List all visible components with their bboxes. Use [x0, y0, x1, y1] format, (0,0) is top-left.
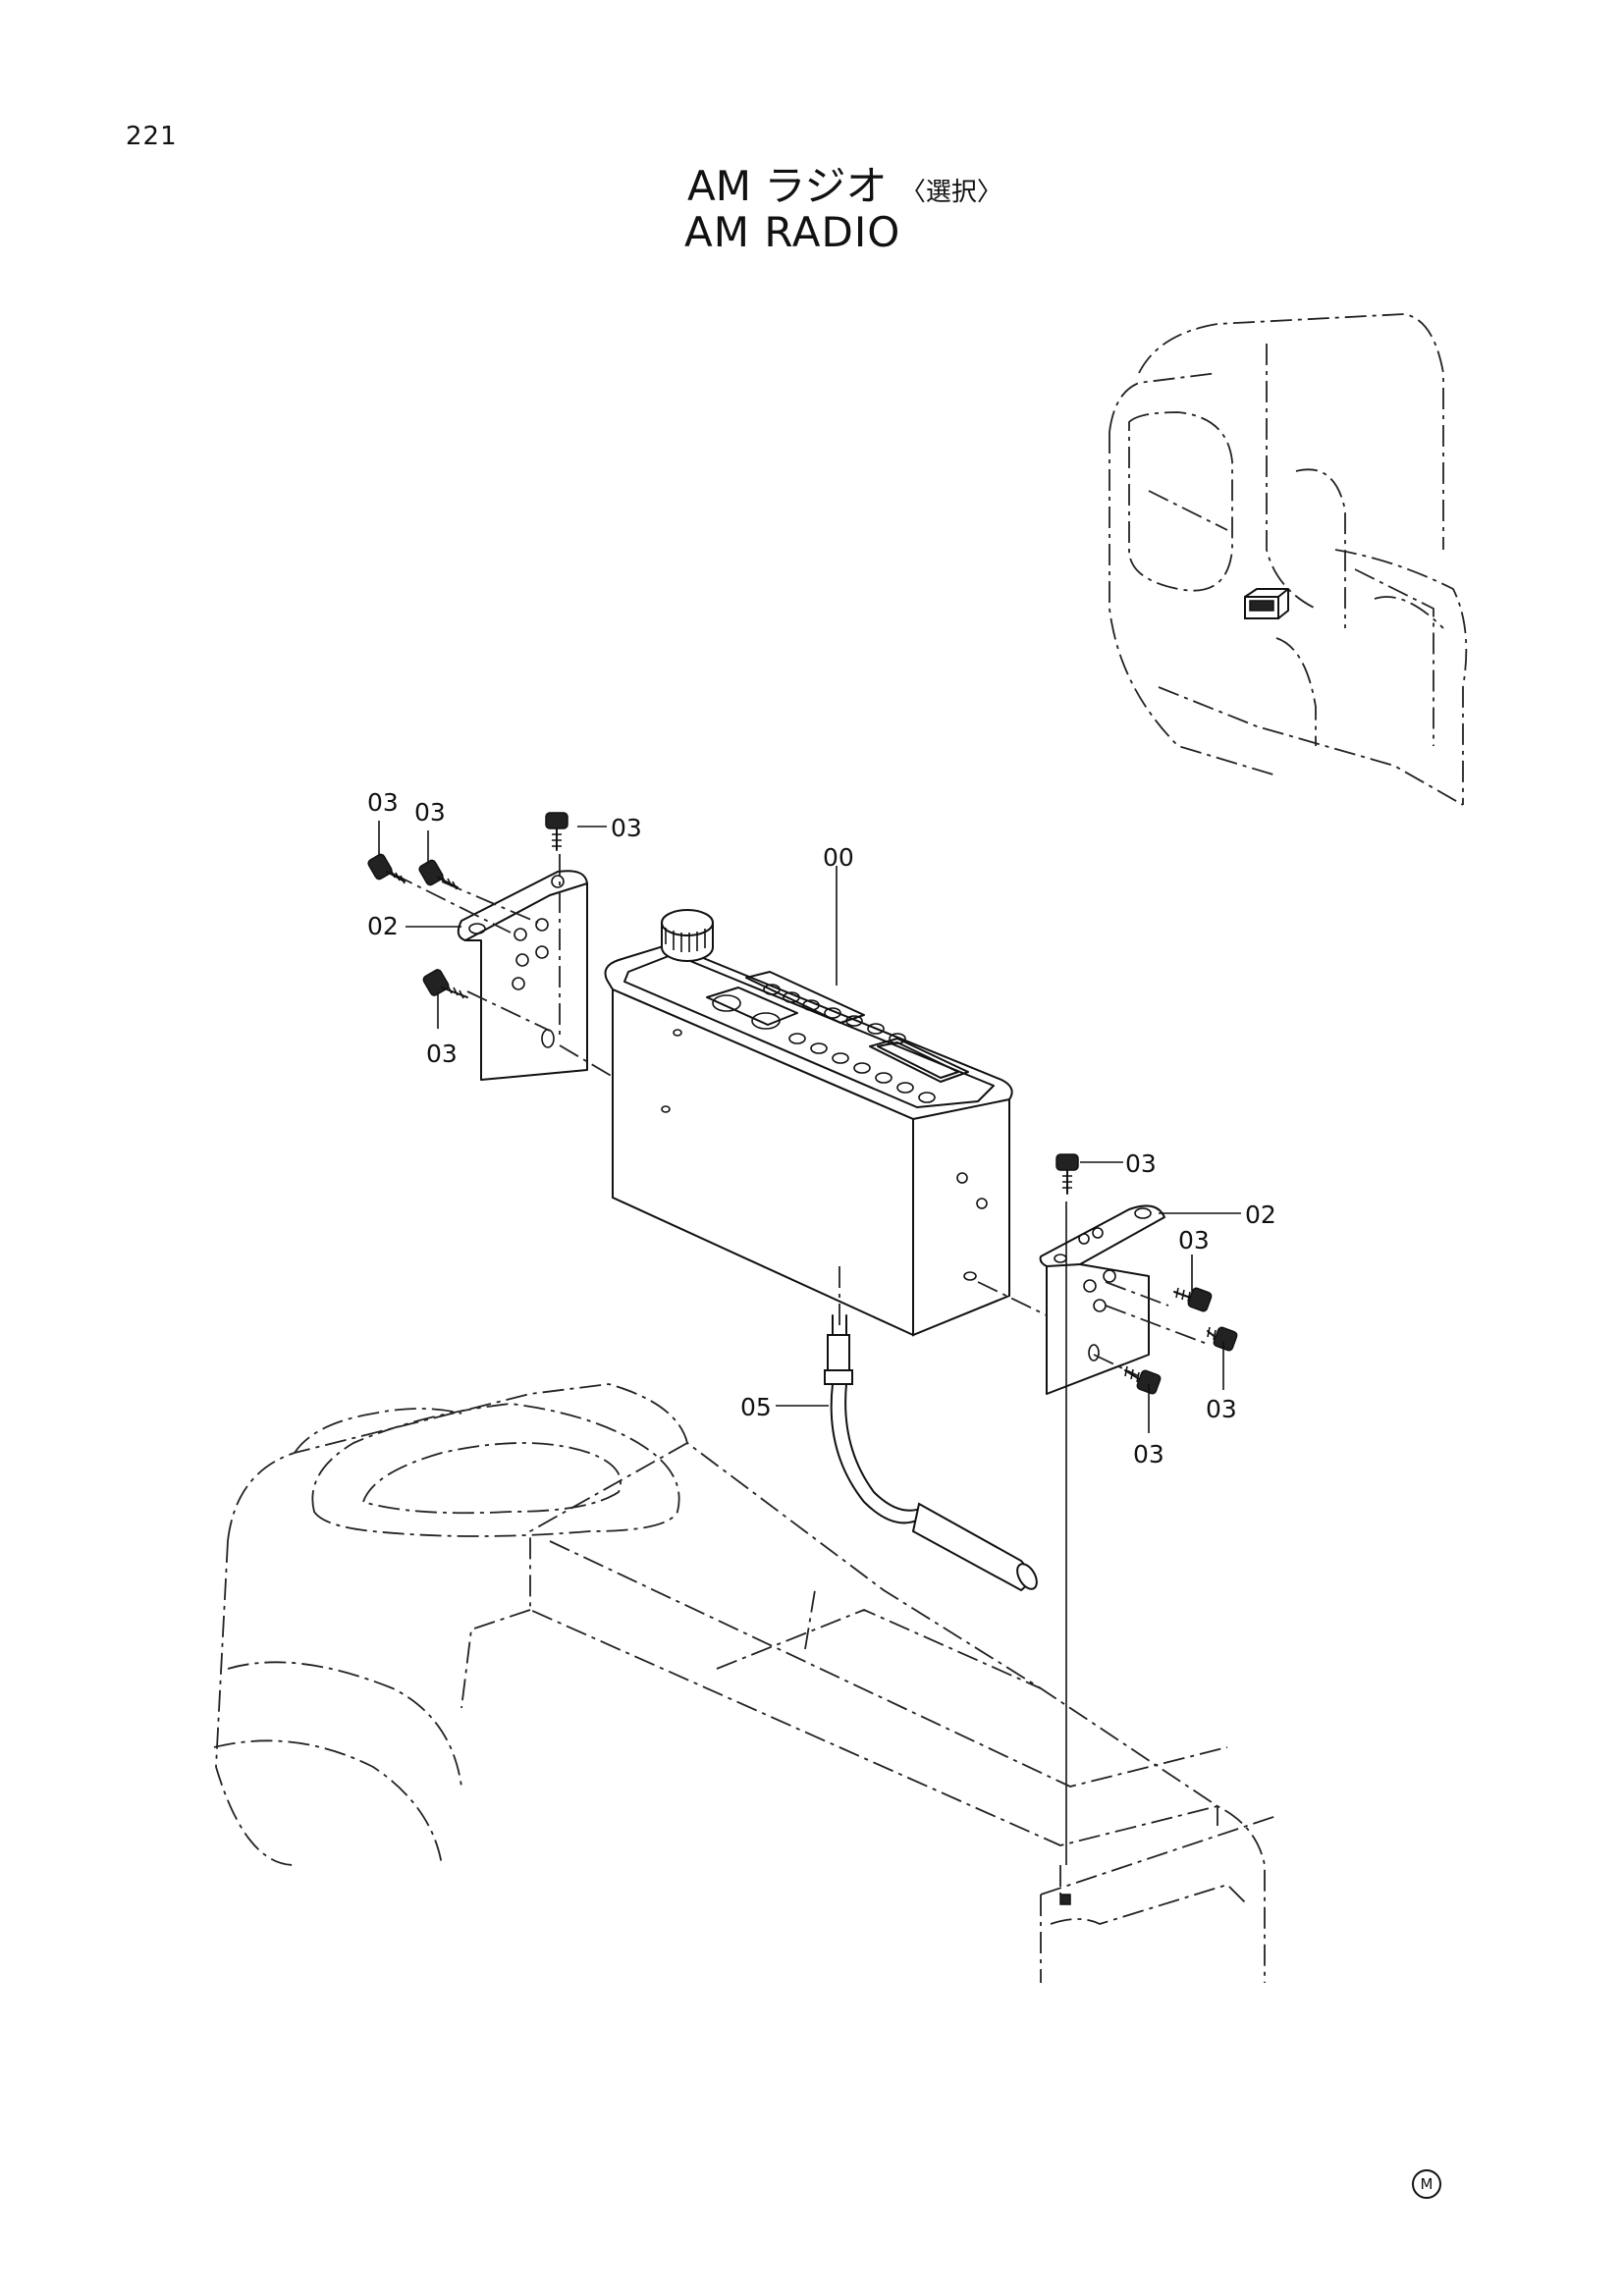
callout-bracket-left: 02	[367, 912, 399, 940]
screw-right-3	[1207, 1326, 1238, 1352]
callout-antenna-cable: 05	[740, 1393, 772, 1421]
callout-screw-left-3: 03	[611, 814, 642, 842]
title-japanese-main: AM ラジオ	[687, 162, 888, 210]
am-radio-unit	[604, 909, 1013, 1337]
screw-right-2	[1173, 1287, 1213, 1312]
callout-screw-right-1: 03	[1125, 1149, 1157, 1178]
screw-left-1	[367, 853, 406, 884]
screw-left-2	[418, 859, 459, 890]
callout-screw-right-2: 03	[1178, 1226, 1210, 1255]
cab-console-outline	[213, 1383, 1277, 1983]
screw-left-4	[422, 969, 468, 999]
title-japanese-option: 〈選択〉	[899, 178, 1002, 207]
screw-right-4	[1124, 1365, 1162, 1395]
right-bracket	[1039, 1204, 1165, 1395]
callout-screw-left-4: 03	[426, 1040, 458, 1068]
callout-bracket-right: 02	[1245, 1201, 1276, 1229]
cab-location-inset	[1109, 313, 1468, 806]
callout-radio: 00	[823, 843, 854, 872]
left-bracket	[457, 870, 588, 1081]
title-japanese: AM ラジオ 〈選択〉	[687, 153, 1002, 213]
callout-screw-right-4: 03	[1133, 1440, 1164, 1468]
callout-screw-right-3: 03	[1206, 1395, 1237, 1423]
page-number: 221	[126, 122, 178, 151]
screw-right-1	[1055, 1153, 1079, 1195]
callout-screw-left-2: 03	[414, 798, 446, 827]
screw-left-3	[545, 812, 568, 851]
title-english: AM RADIO	[684, 208, 901, 256]
antenna-cable	[824, 1266, 1038, 1592]
callout-screw-left-1: 03	[367, 788, 399, 817]
manufacturer-mark: M	[1412, 2169, 1441, 2199]
